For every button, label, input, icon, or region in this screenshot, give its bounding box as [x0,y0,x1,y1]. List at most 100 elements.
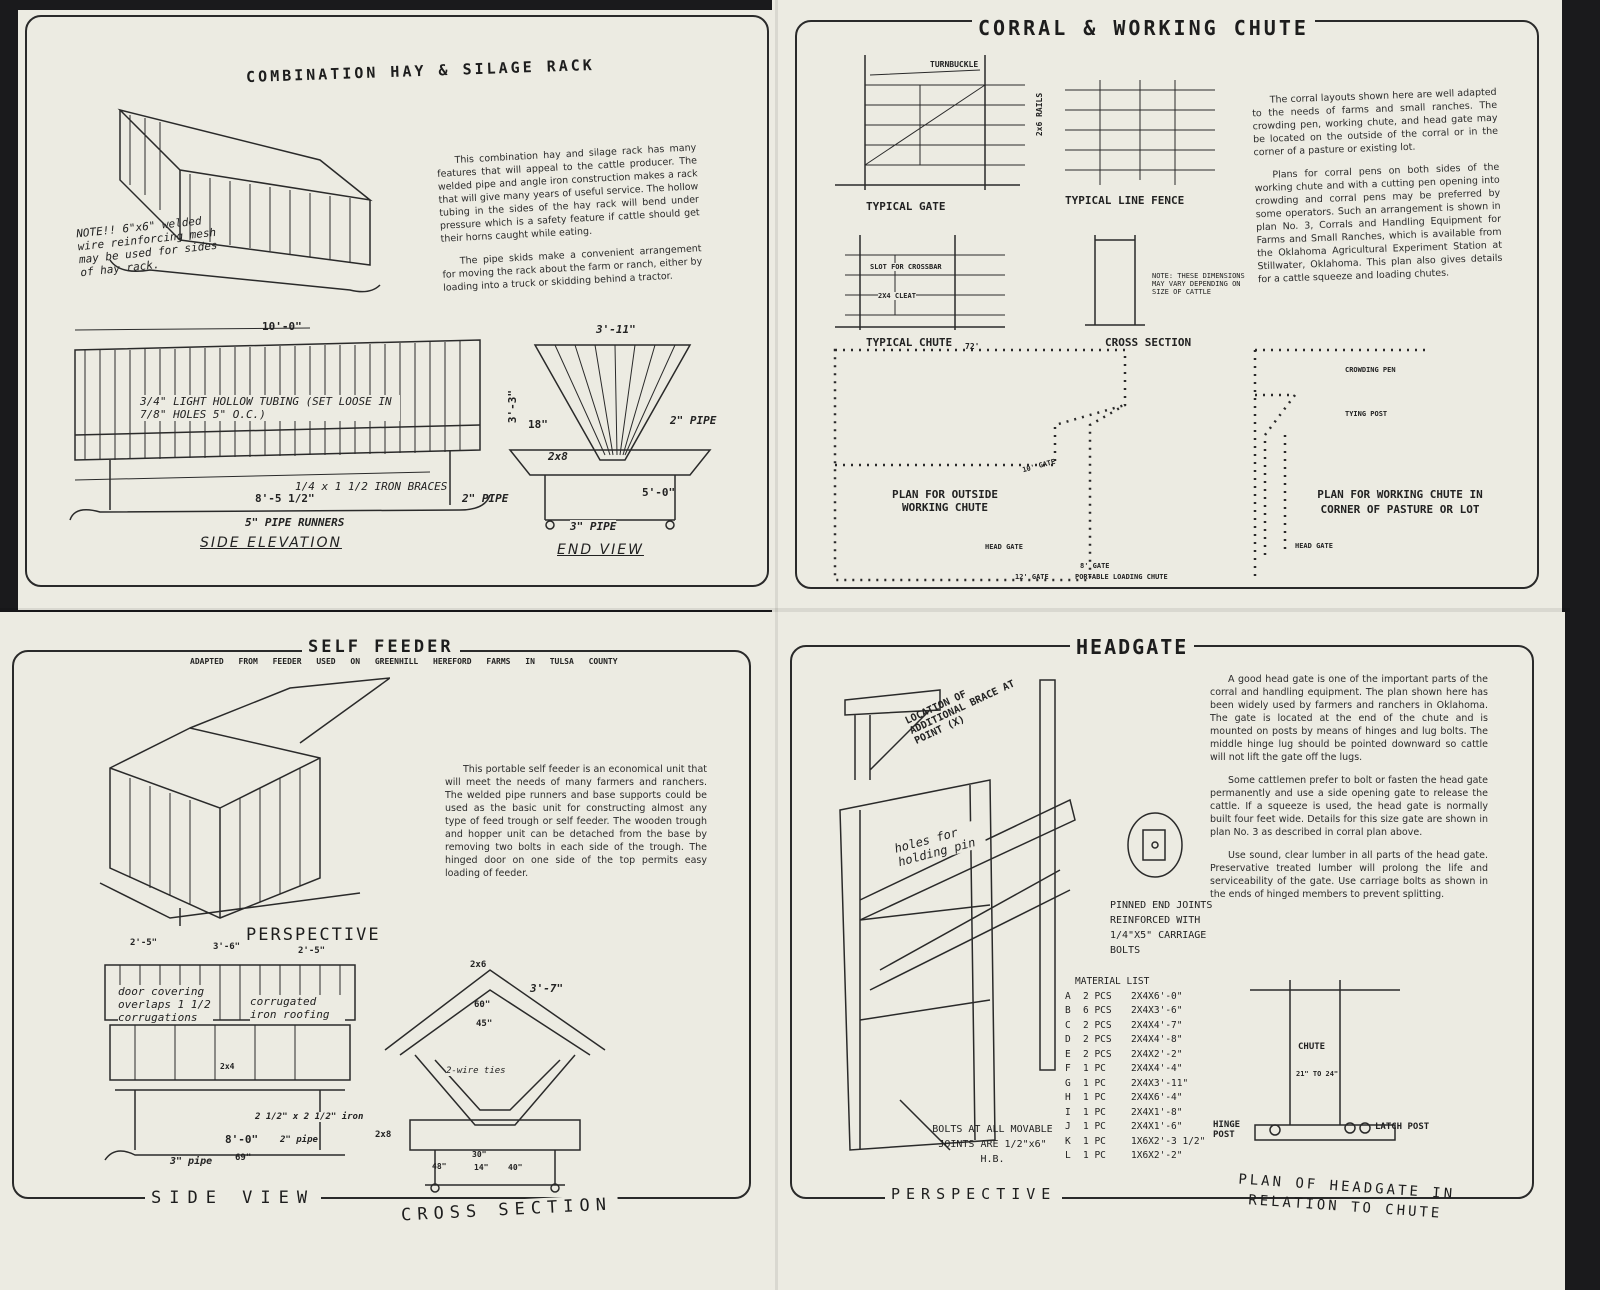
material-key: E [1065,1048,1071,1060]
dim-69: 69" [235,1153,252,1163]
hay-rack-panel [25,15,769,587]
material-qty: 6 PCS [1083,1005,1112,1016]
pipe-3in: 3" pipe [170,1156,213,1167]
cross-section-drawing [1085,235,1145,326]
headgate-title: HEADGATE [1070,635,1195,659]
material-qty: 1 PC [1083,1121,1106,1132]
material-key: K [1065,1135,1071,1147]
cs-30: 30" [472,1150,487,1159]
material-qty: 1 PC [1083,1077,1106,1089]
tying-post-label: TYING POST [1345,410,1388,418]
dim-3-6: 3'-6" [213,942,241,952]
outside-chute-plan [833,348,1127,582]
material-key: C [1065,1019,1071,1031]
turnbuckle-label: TURNBUCKLE [930,60,979,69]
paragraph: Plans for corral pens on both sides of t… [1254,161,1503,286]
material-key: D [1065,1034,1071,1045]
material-size: 2X4X4'-4" [1131,1063,1183,1074]
material-list-item: G 1 PC 2X4X3'-11" [1065,1077,1221,1092]
side-2x4: 2x4 [220,1062,235,1071]
material-size: 2X4X6'-0" [1131,990,1183,1002]
cs-14: 14" [474,1163,489,1172]
hay-rack-perspective-drawing [109,108,381,293]
paragraph: A good head gate is one of the important… [1210,674,1488,763]
corner-head-gate-label: HEAD GATE [1295,542,1333,550]
end-pipe-label: 2" PIPE [670,414,717,427]
material-size: 2X4X4'-7" [1131,1019,1183,1031]
side-view-caption: SIDE VIEW [145,1188,322,1208]
cs-3-7: 3'-7" [530,982,564,995]
material-qty: 2 PCS [1083,1048,1112,1060]
material-qty: 1 PC [1083,1106,1106,1118]
material-qty: 1 PC [1083,1092,1106,1103]
material-key: I [1065,1106,1071,1118]
iron-label: 2 1/2" x 2 1/2" iron [255,1112,364,1122]
self-feeder-title: SELF FEEDER [302,637,460,657]
end-view-drawing [508,344,712,530]
paragraph: This combination hay and silage rack has… [436,142,700,245]
hinge-post-label: HINGE POST [1213,1120,1241,1140]
material-key: L [1065,1150,1071,1161]
rails-label: 2x6 RAILS [1035,92,1045,137]
braces-label: 1/4 x 1 1/2 IRON BRACES [295,480,448,493]
gate-12-label: 12' GATE [1015,573,1049,581]
self-feeder-subtitle: ADAPTED FROM FEEDER USED ON GREENHILL HE… [190,657,618,666]
loading-chute-label: PORTABLE LOADING CHUTE [1075,573,1168,581]
crowding-pen-label: CROWDING PEN [1345,366,1396,374]
sheet-bottom-left [0,612,790,1290]
gate-8-label: 8' GATE [1080,562,1110,570]
chute-label: CHUTE [1298,1042,1326,1052]
material-size: 2X4X1'-6" [1131,1121,1183,1132]
side-elevation-drawing [69,327,491,521]
side-elevation-caption: SIDE ELEVATION [200,535,342,551]
cs-48: 48" [432,1162,447,1171]
paragraph: Some cattlemen prefer to bolt or fasten … [1210,775,1488,838]
corral-description: The corral layouts shown here are well a… [1252,86,1504,296]
dim-2-5-left: 2'-5" [130,938,158,948]
sheet-bottom-right [775,612,1565,1290]
material-list-item: A 2 PCS 2X4X6'-0" [1065,990,1221,1005]
dim-2-5-right: 2'-5" [298,946,326,956]
headgate-description: A good head gate is one of the important… [1210,673,1488,911]
dim-72ft: 72' [965,342,980,351]
typical-chute-caption: TYPICAL CHUTE [866,336,953,349]
material-key: G [1065,1077,1071,1089]
line-fence-drawing [1065,80,1215,185]
material-qty: 2 PCS [1083,990,1112,1002]
material-qty: 1 PC [1083,1150,1106,1161]
latch-post-label: LATCH POST [1375,1122,1430,1132]
material-list-title: MATERIAL LIST [1075,976,1150,987]
corner-chute-plan [1253,348,1430,580]
material-key: F [1065,1063,1071,1074]
fold-vertical [775,0,778,1290]
feeder-cross-section-drawing [384,969,606,1193]
material-list-item: L 1 PC 1X6X2'-2" [1065,1149,1221,1164]
pinned-joints-note: PINNED END JOINTS REINFORCED WITH 1/4"X5… [1110,900,1213,956]
material-qty: 1 PC [1083,1135,1106,1147]
material-size: 1X6X2'-2" [1131,1150,1183,1161]
paragraph: This portable self feeder is an economic… [445,764,707,879]
material-qty: 2 PCS [1083,1034,1112,1045]
end-3in-pipe: 3" PIPE [570,520,617,533]
material-key: A [1065,990,1071,1002]
material-size: 2X4X3'-11" [1131,1077,1189,1089]
dim-5ft: 5'-0" [642,486,676,499]
end-2x8-label: 2x8 [548,450,568,463]
fold-horizontal [0,608,1570,612]
plan-corner-caption: PLAN FOR WORKING CHUTE IN CORNER OF PAST… [1317,488,1483,516]
headgate-perspective-caption: PERSPECTIVE [885,1185,1063,1203]
headgate-plan-drawing [1250,980,1400,1141]
typical-gate-drawing [835,55,1025,190]
dim-runner-length: 8'-5 1/2" [255,492,315,505]
cs-2x6: 2x6 [470,960,487,970]
dim-8-0: 8'-0" [225,1133,259,1146]
sheet-top-right [772,0,1562,612]
corral-title: CORRAL & WORKING CHUTE [972,16,1315,40]
feeder-perspective-drawing [99,677,390,926]
material-size: 2X4X6'-4" [1131,1092,1183,1103]
